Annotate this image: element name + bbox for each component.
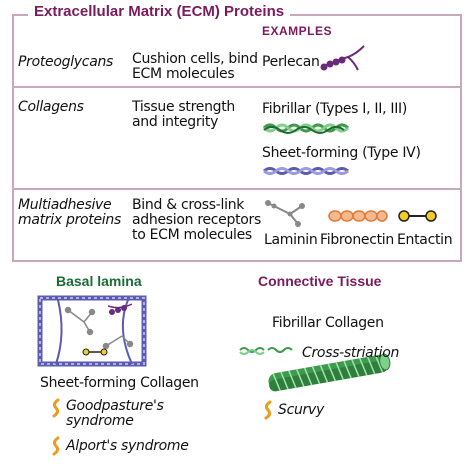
- basal-lamina-title: Basal lamina: [56, 273, 142, 289]
- cross-striation-label: Cross-striation: [302, 345, 400, 361]
- fibrillar-collagen-illustration: [239, 347, 391, 392]
- disease-goodpasture: Goodpasture's syndrome: [66, 398, 164, 429]
- disease-icon: [264, 400, 272, 420]
- example-laminin-label: Laminin: [264, 232, 318, 248]
- basal-lamina-caption: Sheet-forming Collagen: [40, 375, 199, 391]
- row-name-multiadhesive: Multiadhesive matrix proteins: [18, 197, 121, 228]
- example-perlecan-label: Perlecan: [262, 54, 320, 70]
- row-name-proteoglycans: Proteoglycans: [18, 54, 114, 70]
- example-entactin-label: Entactin: [397, 232, 453, 248]
- fibronectin-icon: [328, 210, 388, 222]
- disease-icon: [52, 398, 60, 418]
- row-divider: [12, 188, 462, 190]
- laminin-icon: [265, 200, 305, 227]
- row-function-multiadhesive: Bind & cross-link adhesion receptors to …: [132, 197, 261, 243]
- entactin-icon: [398, 210, 437, 222]
- example-fibronectin-label: Fibronectin: [320, 232, 394, 248]
- row-name-collagens: Collagens: [18, 99, 84, 115]
- row-function-proteoglycans: Cushion cells, bind ECM molecules: [132, 51, 258, 82]
- sheet-forming-collagen-icon: [263, 167, 349, 175]
- example-sheet-forming-label: Sheet-forming (Type IV): [262, 145, 421, 161]
- disease-icon: [52, 436, 60, 456]
- basal-lamina-illustration: [37, 295, 147, 367]
- examples-header: Examples: [262, 24, 333, 38]
- perlecan-icon: [320, 45, 365, 71]
- row-divider: [12, 86, 462, 88]
- disease-scurvy: Scurvy: [278, 402, 324, 418]
- connective-tissue-caption: Fibrillar Collagen: [272, 315, 384, 331]
- row-function-collagens: Tissue strength and integrity: [132, 99, 236, 130]
- table-title: Extracellular Matrix (ECM) Proteins: [28, 3, 291, 20]
- example-fibrillar-label: Fibrillar (Types I, II, III): [262, 101, 408, 117]
- connective-tissue-title: Connective Tissue: [258, 273, 382, 289]
- disease-alport: Alport's syndrome: [66, 438, 189, 454]
- fibrillar-collagen-icon: [262, 123, 350, 134]
